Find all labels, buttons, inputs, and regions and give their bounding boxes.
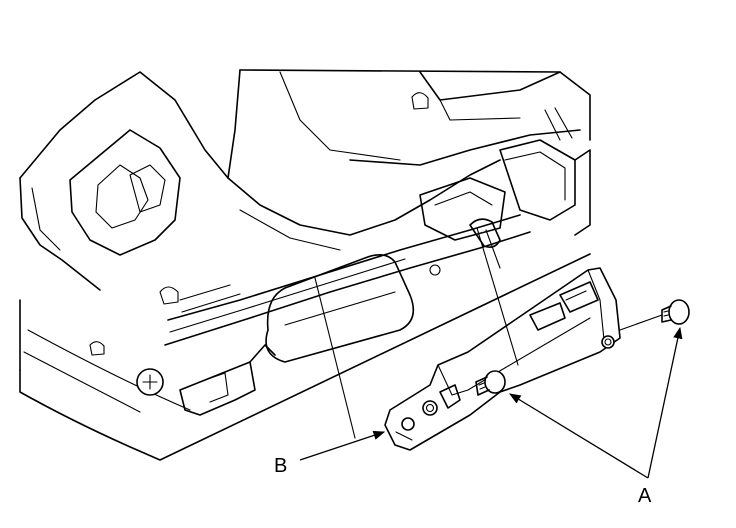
housing-assembly [19, 69, 591, 461]
label-a: A [638, 485, 652, 507]
callout-arrow-b [299, 430, 386, 461]
callout-arrow-a-right [647, 326, 683, 479]
mounting-bracket [384, 267, 621, 451]
screw-upper-right [661, 299, 690, 325]
guide-lines [314, 227, 663, 439]
callout-arrow-a-center [509, 393, 649, 479]
label-b: B [274, 455, 287, 477]
callout-arrows [299, 326, 683, 479]
screw-center [475, 370, 506, 396]
